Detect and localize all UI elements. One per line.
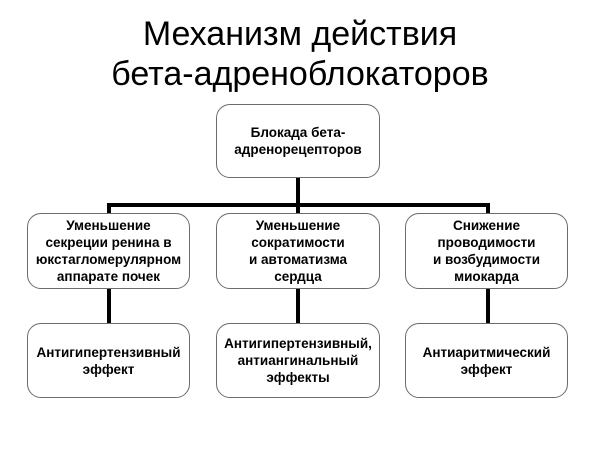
connector-root-down: [296, 177, 300, 207]
root-box-label: Блокада бета- адренорецепторов: [234, 125, 362, 157]
connector-to-mechanism-1: [107, 203, 111, 214]
mechanism-box-renin: Уменьшение секреции ренина в юкстагломер…: [27, 213, 190, 289]
connector-to-mechanism-3: [486, 203, 490, 214]
root-box-beta-blockade: Блокада бета- адренорецепторов: [216, 104, 380, 178]
effect-box-antihypertensive-antianginal: Антигипертензивный, антиангинальный эффе…: [216, 323, 380, 398]
title-line-1: Механизм действия: [142, 15, 458, 53]
effect-label: Антигипертензивный, антиангинальный эффе…: [224, 336, 372, 385]
diagram-title: Механизм действия бета-адреноблокаторов: [0, 14, 600, 94]
effect-box-antihypertensive: Антигипертензивный эффект: [27, 323, 190, 398]
mechanism-box-contractility: Уменьшение сократимости и автоматизма се…: [216, 213, 380, 289]
connector-to-mechanism-2: [296, 203, 300, 214]
effect-label: Антигипертензивный эффект: [36, 344, 181, 377]
mechanism-label: Уменьшение секреции ренина в юкстагломер…: [35, 218, 182, 284]
mechanism-box-conduction: Снижение проводимости и возбудимости мио…: [405, 213, 568, 289]
mechanism-label: Уменьшение сократимости и автоматизма се…: [248, 218, 348, 284]
connector-mechanism-1-to-effect-1: [107, 288, 111, 324]
title-line-2: бета-адреноблокаторов: [111, 55, 489, 93]
mechanism-label: Снижение проводимости и возбудимости мио…: [432, 218, 541, 284]
effect-box-antiarrhythmic: Антиаритмический эффект: [405, 323, 568, 398]
effect-label: Антиаритмический эффект: [422, 344, 551, 377]
connector-mechanism-3-to-effect-3: [486, 288, 490, 324]
connector-mechanism-2-to-effect-2: [296, 288, 300, 324]
